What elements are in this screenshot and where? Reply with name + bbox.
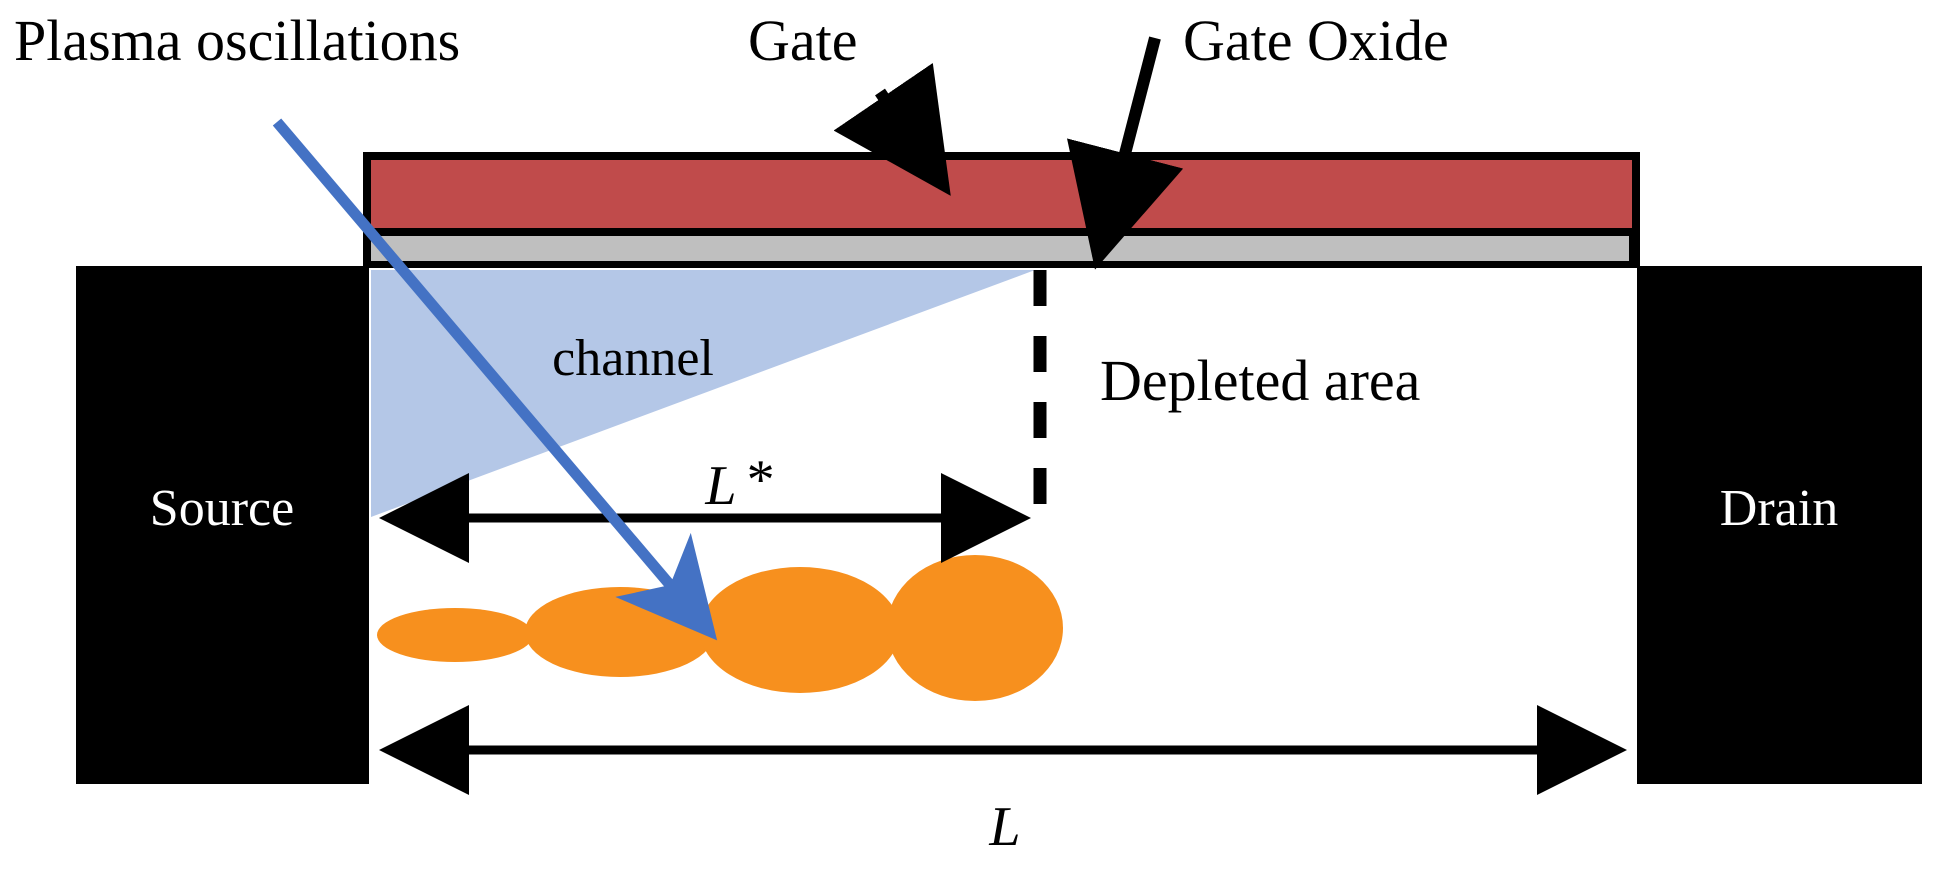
l-label: L: [988, 796, 1020, 858]
plasma-blob-4: [887, 555, 1063, 701]
channel-label: channel: [552, 330, 714, 387]
source-label: Source: [150, 480, 294, 537]
depleted-area-label: Depleted area: [1100, 348, 1420, 413]
l-star-dimension: L*: [379, 449, 1031, 563]
gate-electrode: [363, 152, 1640, 236]
plasma-oscillations-label: Plasma oscillations: [14, 8, 460, 73]
l-star-asterisk: *: [747, 449, 775, 511]
channel-region: [371, 270, 1035, 517]
l-star-label: L*: [704, 449, 774, 517]
gate-fill: [371, 160, 1632, 228]
drain-block: [1637, 266, 1922, 784]
drain-contact: Drain: [1637, 266, 1922, 784]
l-star-letter: L: [704, 455, 736, 517]
source-block: [76, 266, 369, 784]
gate-oxide-fill: [371, 236, 1629, 261]
source-contact: Source: [76, 266, 369, 784]
gate-oxide-layer: [363, 230, 1640, 268]
plasma-blob-1: [377, 608, 533, 662]
gate-label: Gate: [748, 8, 858, 73]
drain-label: Drain: [1720, 480, 1838, 537]
gate-oxide-pointer-arrow: [1067, 36, 1184, 270]
l-dimension: L: [379, 705, 1627, 858]
gate-pointer-arrow: [833, 62, 951, 196]
gate-oxide-label: Gate Oxide: [1183, 8, 1449, 73]
plasma-pointer-arrow: [272, 118, 718, 641]
plasma-blob-3: [700, 567, 900, 693]
